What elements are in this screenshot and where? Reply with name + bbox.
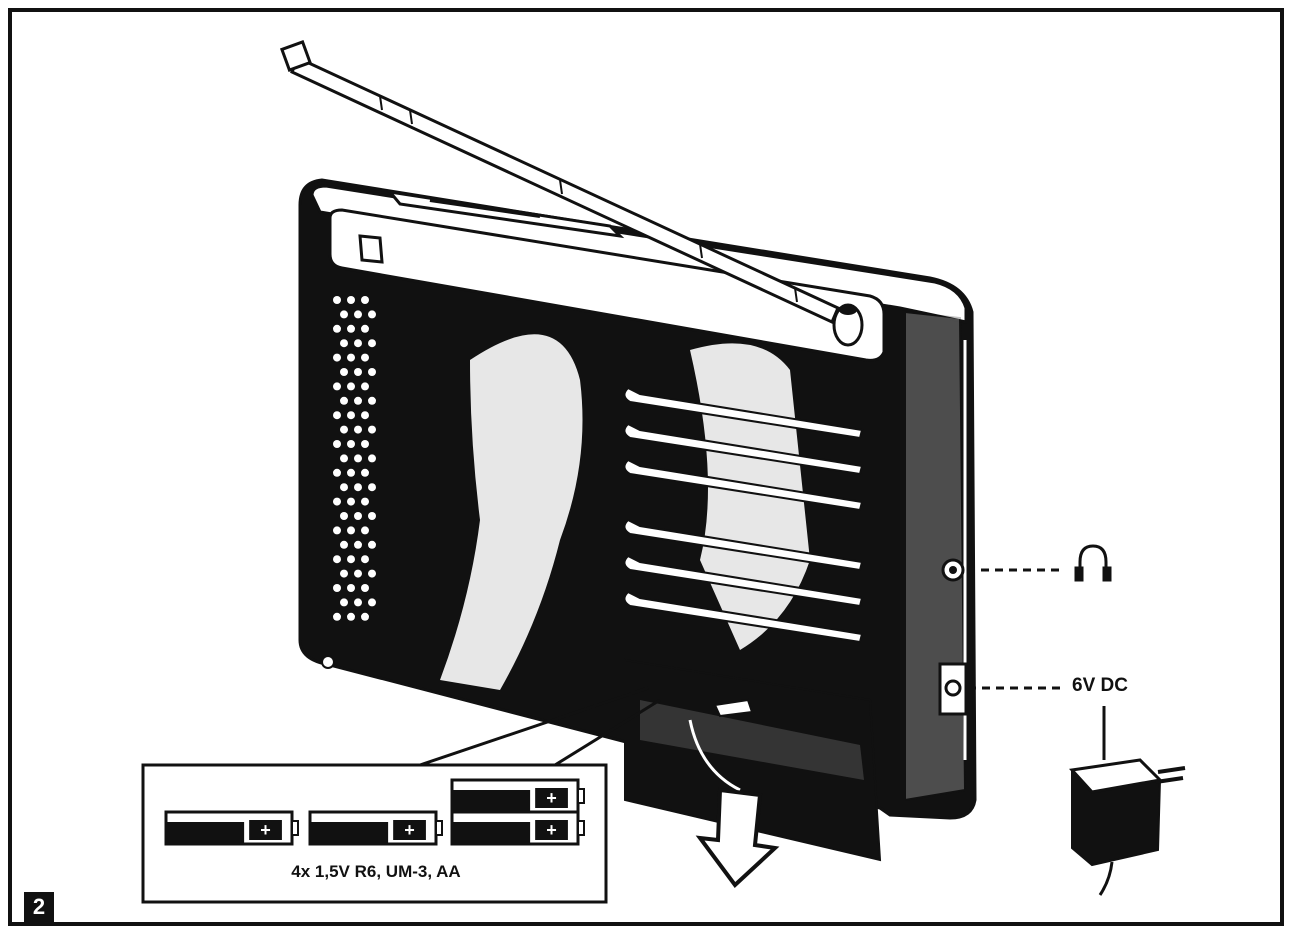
- grille-hole: [368, 339, 376, 348]
- grille-hole: [340, 396, 348, 405]
- grille-hole: [347, 468, 355, 477]
- grille-hole: [354, 339, 362, 348]
- grille-hole: [354, 396, 362, 405]
- vent-slot: [623, 422, 864, 476]
- grille-hole: [361, 526, 369, 535]
- grille-hole: [347, 353, 355, 362]
- grille-hole: [354, 512, 362, 520]
- grille-hole: [354, 425, 362, 434]
- grille-hole: [333, 353, 341, 362]
- grille-hole: [340, 512, 348, 520]
- battery-spec-label: 4x 1,5V R6, UM-3, AA: [291, 862, 461, 881]
- grille-hole: [340, 483, 348, 492]
- grille-hole: [340, 598, 348, 607]
- grille-hole: [347, 440, 355, 448]
- grille-hole: [340, 540, 348, 549]
- grille-hole: [333, 555, 341, 564]
- grille-hole: [361, 440, 369, 448]
- grille-hole: [333, 468, 341, 477]
- grille-hole: [347, 584, 355, 592]
- battery-icon: +: [450, 810, 585, 846]
- grille-hole: [361, 411, 369, 420]
- grille-hole: [333, 382, 341, 391]
- grille-hole: [354, 483, 362, 492]
- battery-plus-label: +: [404, 820, 415, 840]
- battery-plus-label: +: [546, 788, 557, 808]
- grille-hole: [361, 612, 369, 621]
- battery-icon: +: [308, 810, 443, 846]
- vent-slot: [623, 458, 864, 512]
- grille-hole: [340, 425, 348, 434]
- grille-hole: [368, 598, 376, 607]
- grille-hole: [368, 396, 376, 405]
- grille-hole: [368, 368, 376, 376]
- grille-hole: [361, 468, 369, 477]
- vent-slot: [623, 386, 864, 440]
- grille-hole: [333, 612, 341, 621]
- battery-plus-label: +: [546, 820, 557, 840]
- grille-hole: [340, 454, 348, 463]
- grille-hole: [333, 440, 341, 448]
- grille-hole: [347, 324, 355, 333]
- grille-hole: [368, 569, 376, 578]
- grille-hole: [333, 411, 341, 420]
- battery-set: + + + +: [164, 778, 585, 846]
- grille-hole: [347, 497, 355, 506]
- grille-hole: [361, 497, 369, 506]
- vent-slots: [623, 386, 864, 644]
- grille-hole: [347, 382, 355, 391]
- grille-hole: [361, 324, 369, 333]
- vent-slot: [623, 590, 864, 644]
- battery-icon: +: [450, 778, 585, 814]
- dc-socket[interactable]: [938, 662, 968, 716]
- dc-input-label: 6V DC: [1072, 675, 1128, 696]
- speaker-grille: [333, 296, 376, 621]
- grille-hole: [354, 569, 362, 578]
- grille-hole: [361, 584, 369, 592]
- battery-icon: +: [164, 810, 299, 846]
- grille-hole: [354, 310, 362, 319]
- grille-hole: [347, 612, 355, 621]
- vent-slot: [623, 518, 864, 572]
- grille-hole: [347, 411, 355, 420]
- grille-hole: [361, 353, 369, 362]
- headphones-icon: [1074, 544, 1112, 582]
- battery-plus-label: +: [260, 820, 271, 840]
- battery-compartment: [624, 658, 882, 862]
- grille-hole: [340, 368, 348, 376]
- grille-hole: [333, 526, 341, 535]
- headphone-jack[interactable]: [941, 558, 965, 582]
- figure-frame: [8, 8, 1284, 926]
- grille-hole: [333, 497, 341, 506]
- grille-hole: [347, 526, 355, 535]
- grille-hole: [361, 382, 369, 391]
- grille-hole: [354, 368, 362, 376]
- power-adapter-icon: [1068, 706, 1186, 896]
- grille-hole: [333, 296, 341, 304]
- grille-hole: [361, 296, 369, 304]
- grille-hole: [361, 555, 369, 564]
- grille-hole: [347, 555, 355, 564]
- grille-hole: [347, 296, 355, 304]
- grille-hole: [368, 425, 376, 434]
- grille-hole: [368, 540, 376, 549]
- grille-hole: [340, 569, 348, 578]
- grille-hole: [354, 454, 362, 463]
- grille-hole: [340, 339, 348, 348]
- telescopic-antenna[interactable]: [279, 39, 864, 347]
- grille-hole: [368, 483, 376, 492]
- figure-number-badge: 2: [24, 892, 54, 922]
- grille-hole: [368, 310, 376, 319]
- arrow-down-icon: [695, 787, 780, 888]
- grille-hole: [340, 310, 348, 319]
- grille-hole: [333, 584, 341, 592]
- grille-hole: [368, 454, 376, 463]
- vent-slot: [623, 554, 864, 608]
- grille-hole: [368, 512, 376, 520]
- grille-hole: [354, 598, 362, 607]
- grille-hole: [333, 324, 341, 333]
- grille-hole: [354, 540, 362, 549]
